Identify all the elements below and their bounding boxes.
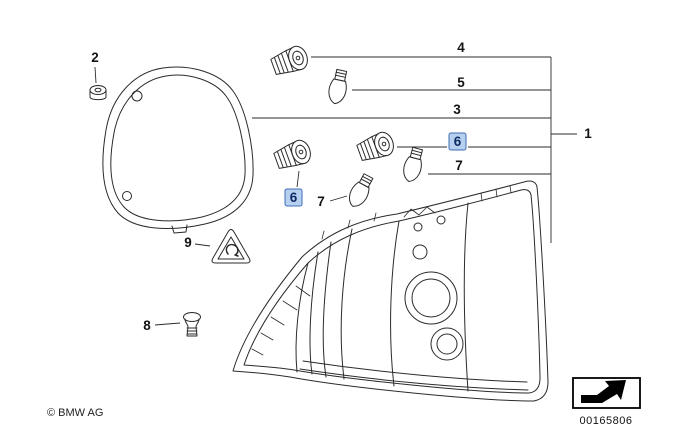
bulb-socket-6-left	[271, 137, 315, 173]
callout-6-left-label[interactable]: 6	[290, 190, 298, 205]
gasket-outer-outline	[102, 66, 254, 229]
gasket-hole	[122, 191, 132, 201]
callout-7-left-label[interactable]: 7	[317, 194, 325, 209]
carrier-zigzag	[403, 206, 436, 218]
callout-2-label[interactable]: 2	[91, 50, 99, 65]
lens-divider	[463, 202, 469, 392]
gasket-tab	[171, 224, 188, 234]
next-diagram-nav[interactable]	[572, 377, 641, 409]
lens-divider	[390, 220, 400, 387]
callout-3-label[interactable]: 3	[453, 102, 461, 117]
triangle-outer	[211, 229, 251, 264]
hatch-lines-top	[321, 212, 377, 240]
callout-line-8	[154, 322, 181, 326]
callout-4-label[interactable]: 4	[457, 40, 465, 55]
gasket-seal-part	[102, 66, 254, 234]
screw-boss	[413, 222, 423, 232]
lens-divider	[295, 262, 309, 373]
lens-facet-line	[309, 251, 319, 375]
triangle-glyph	[225, 243, 239, 257]
gasket-inner-outline	[110, 74, 246, 222]
nav-box-border[interactable]	[572, 377, 641, 409]
hatch-lines-left	[251, 285, 311, 356]
bulb-socket-4	[268, 43, 312, 79]
bulb-opening-small-inner	[436, 333, 458, 355]
callout-8-label[interactable]: 8	[143, 318, 151, 333]
tail-light-assembly	[232, 180, 549, 402]
copyright-text: © BMW AG	[47, 407, 103, 419]
arrow-up-right-icon	[581, 380, 626, 403]
bulb-opening-small	[430, 327, 464, 361]
lens-inner-outline	[243, 189, 541, 394]
lens-facet-line	[322, 241, 332, 378]
bulb-5	[325, 68, 351, 106]
bulb-warning-triangle-icon	[211, 229, 251, 264]
plug-stem	[184, 318, 200, 337]
grommet-hole	[94, 87, 102, 93]
document-number: 00165806	[580, 415, 633, 427]
grommet-body	[89, 89, 107, 101]
highlight-box-6-right[interactable]	[448, 132, 467, 151]
bulb-opening-large	[404, 271, 458, 325]
triangle-inner	[217, 236, 245, 260]
bulb-7-left	[344, 171, 377, 211]
reflector-strip	[302, 360, 528, 383]
lens-divider	[340, 228, 353, 380]
bulb-opening-large-inner	[411, 278, 451, 318]
clip-plug-part	[183, 312, 201, 337]
grommet-top	[89, 85, 107, 95]
bulb-socket-6-right	[354, 129, 398, 165]
bulb-opening-top	[412, 244, 428, 260]
callout-7-right-label[interactable]: 7	[455, 158, 463, 173]
reflector-strip	[299, 368, 529, 391]
callout-6-right-label[interactable]: 6	[454, 134, 462, 149]
plug-cap	[183, 312, 201, 322]
lens-outer-outline	[232, 180, 549, 402]
diagram-artwork	[89, 43, 549, 402]
callout-line-9	[194, 243, 211, 247]
callout-1-label[interactable]: 1	[584, 126, 592, 141]
callout-line-2	[94, 66, 97, 84]
screw-boss	[436, 215, 446, 225]
callout-9-label[interactable]: 9	[184, 235, 192, 250]
hatch-lines-horn	[480, 185, 512, 202]
callout-line-6-left	[296, 170, 300, 188]
highlight-box-6-left[interactable]	[284, 188, 303, 207]
callout-line-7-left	[329, 195, 348, 202]
grommet-part	[89, 85, 107, 101]
callout-5-label[interactable]: 5	[457, 75, 465, 90]
bulb-7-right	[400, 145, 427, 185]
callout-lines	[94, 56, 577, 326]
gasket-hole	[131, 90, 143, 102]
